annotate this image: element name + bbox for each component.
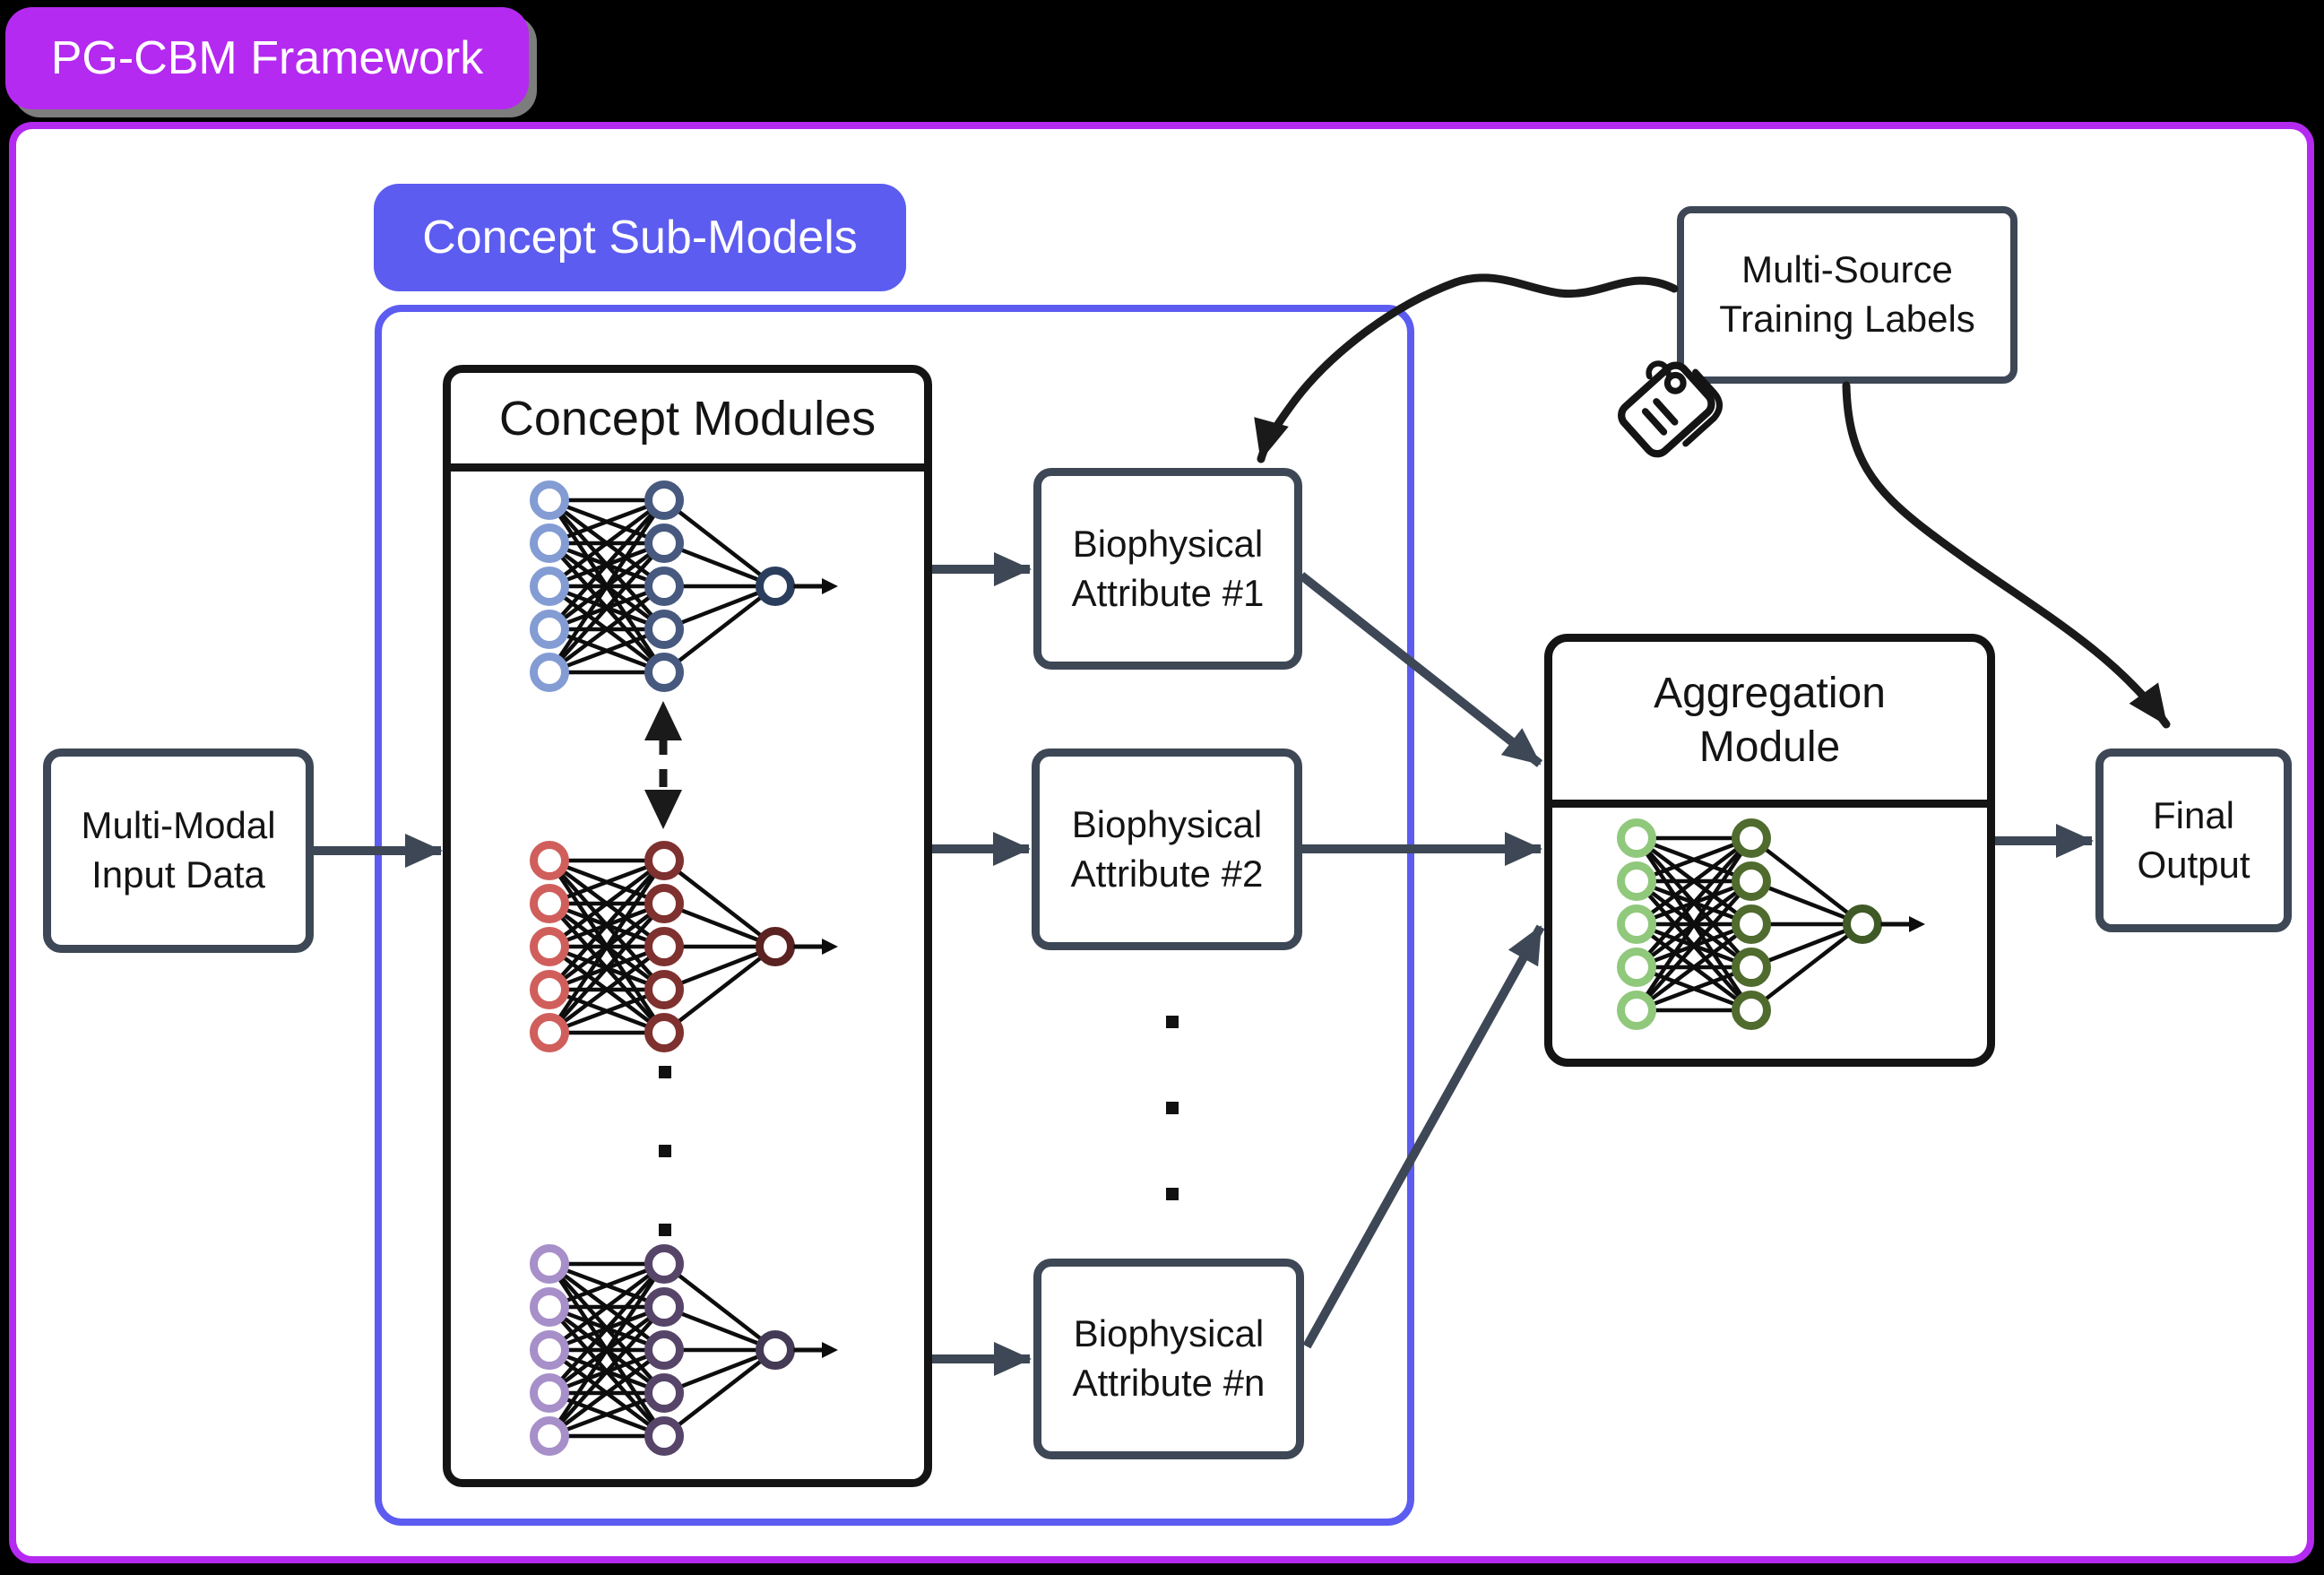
concept-submodels-container — [375, 305, 1414, 1526]
biophysical-attribute-2-box: Biophysical Attribute #2 — [1032, 749, 1302, 950]
biophysical-attribute-1-box: Biophysical Attribute #1 — [1033, 468, 1302, 670]
framework-title-badge: PG-CBM Framework — [5, 7, 529, 109]
biophysical-attribute-n-label: Biophysical Attribute #n — [1072, 1312, 1266, 1404]
concept-network-1 — [530, 480, 838, 692]
tag-icon — [1618, 360, 1724, 458]
aggregation-module-title: Aggregation Module — [1552, 642, 1987, 808]
final-output-label: Final Output — [2137, 793, 2251, 886]
concept-modules-box: Concept Modules — [443, 365, 932, 1487]
training-labels-box: Multi-Source Training Labels — [1677, 206, 2017, 384]
aggregation-network — [1617, 818, 1925, 1030]
multimodal-input-label: Multi-Modal Input Data — [81, 804, 276, 896]
biophysical-attribute-1-label: Biophysical Attribute #1 — [1071, 522, 1265, 614]
concept-network-3 — [530, 1244, 838, 1456]
final-output-box: Final Output — [2095, 749, 2292, 932]
concept-submodels-badge: Concept Sub-Models — [374, 184, 906, 291]
concept-network-2 — [530, 841, 838, 1052]
training-labels-label: Multi-Source Training Labels — [1719, 248, 1975, 340]
concept-modules-title: Concept Modules — [451, 373, 924, 472]
concept-submodels-label: Concept Sub-Models — [422, 212, 858, 264]
biophysical-attribute-2-label: Biophysical Attribute #2 — [1070, 802, 1264, 895]
framework-title: PG-CBM Framework — [50, 32, 484, 84]
multimodal-input-box: Multi-Modal Input Data — [43, 749, 314, 953]
biophysical-attribute-n-box: Biophysical Attribute #n — [1033, 1259, 1304, 1459]
